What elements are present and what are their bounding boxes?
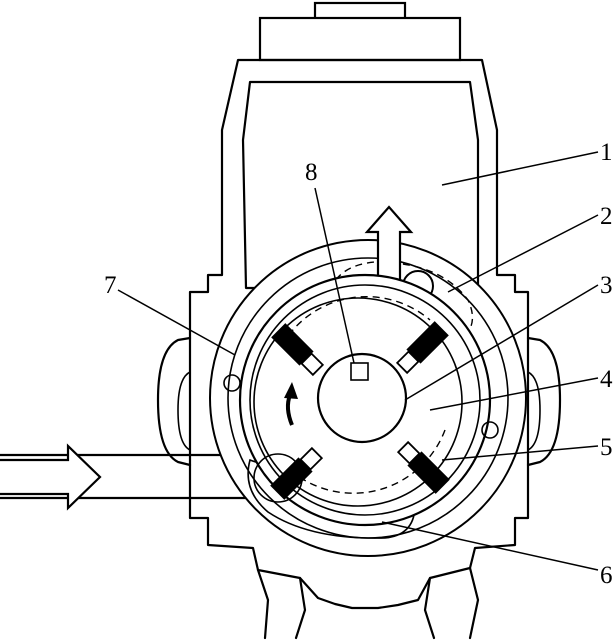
vane-bottom-right bbox=[396, 440, 450, 494]
rotation-arrow-head bbox=[284, 382, 298, 399]
left-flange-inner bbox=[177, 371, 191, 451]
vane-top-left bbox=[271, 323, 325, 377]
inlet-pipe bbox=[0, 453, 257, 500]
rotor bbox=[253, 297, 463, 507]
label-8: 8 bbox=[305, 159, 318, 186]
shaft-key-square bbox=[350, 362, 369, 381]
right-flange bbox=[526, 336, 562, 467]
bolt-hole-left bbox=[223, 374, 241, 392]
drive-shaft bbox=[316, 352, 408, 444]
leader-lines bbox=[117, 151, 599, 571]
label-2: 2 bbox=[600, 203, 613, 230]
support-legs bbox=[256, 566, 480, 640]
label-6: 6 bbox=[600, 562, 613, 589]
label-4: 4 bbox=[600, 366, 613, 393]
label-7: 7 bbox=[104, 272, 117, 299]
suction-hole bbox=[253, 453, 303, 503]
discharge-port-outline bbox=[329, 261, 474, 346]
top-cap bbox=[258, 1, 462, 62]
label-5: 5 bbox=[600, 434, 613, 461]
label-1: 1 bbox=[600, 139, 613, 166]
inlet-arrow-icon bbox=[0, 443, 102, 511]
vane-top-right bbox=[395, 321, 449, 375]
rotor-dashed-edge bbox=[281, 296, 446, 494]
right-flange-inner bbox=[527, 371, 541, 451]
pump-housing-outer bbox=[188, 58, 530, 610]
vanes bbox=[270, 321, 450, 500]
vane-bottom-left bbox=[270, 446, 324, 500]
bolt-hole-right bbox=[481, 421, 499, 439]
label-3: 3 bbox=[600, 272, 613, 299]
outlet-arrow-icon bbox=[364, 205, 414, 285]
